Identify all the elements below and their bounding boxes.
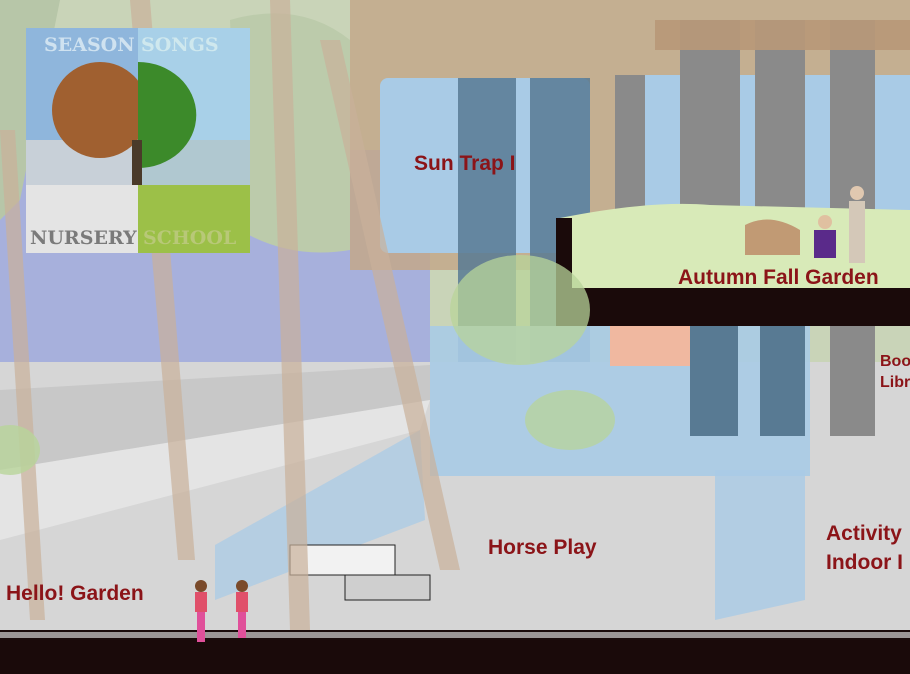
foundation [180,650,210,674]
tree-trunk [270,0,310,630]
label-book-library-2: Libr [880,374,910,391]
tree-canopy [525,390,615,450]
ramp [0,365,430,470]
column [830,326,875,436]
glass-balustrade [215,430,425,600]
svg-text:SONGS: SONGS [141,34,219,56]
tree-canopy [450,255,590,365]
label-activity-2: Indoor I [826,551,903,574]
glass-partition [715,470,805,620]
svg-text:SEASON: SEASON [44,34,135,56]
svg-text:SCHOOL: SCHOOL [143,227,236,249]
tree-canopy [0,425,40,475]
season-songs-logo: SEASON SONGS NURSERY SCHOOL [26,28,250,253]
column [755,20,805,210]
column [830,20,875,210]
label-hello-garden: Hello! Garden [6,582,144,605]
child-figure [849,201,865,263]
label-autumn-fall-garden: Autumn Fall Garden [678,266,879,289]
column [760,326,805,436]
tree-trunk [320,40,460,570]
summer-tree-icon [138,62,197,168]
tree-trunk-icon [132,140,142,185]
step-block [344,574,431,601]
label-sun-trap: Sun Trap I [414,152,516,175]
autumn-tree-icon [52,62,148,158]
label-book-library-1: Boo [880,353,910,370]
column [615,75,645,215]
svg-text:NURSERY: NURSERY [30,227,137,249]
label-horse-play: Horse Play [488,536,597,559]
slab-edge [560,288,910,326]
label-activity-1: Activity [826,522,902,545]
floor-line [0,632,910,638]
piano-icon [745,219,800,255]
children-figures [195,580,248,642]
column [690,326,738,436]
child-figure [814,230,836,258]
child-figure [818,215,832,229]
ramp [0,400,430,540]
column [680,20,740,210]
stair-panel [610,326,690,366]
child-figure [850,186,864,200]
tree-trunk [0,130,45,620]
beam [655,20,910,50]
